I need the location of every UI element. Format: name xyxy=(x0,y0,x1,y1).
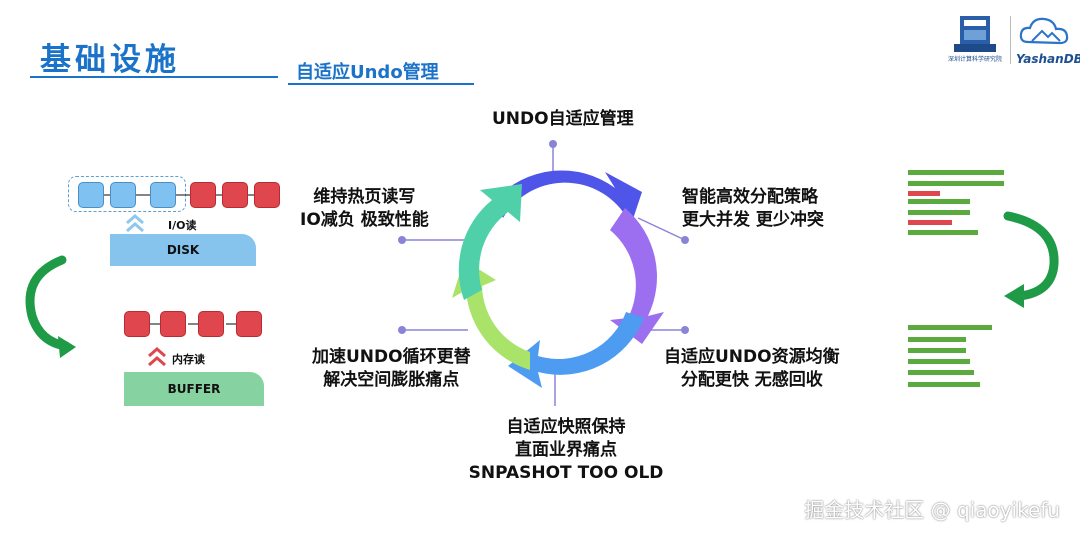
cycle-center-title: UNDO自适应管理 xyxy=(492,109,634,129)
io-read-label: I/O读 xyxy=(168,219,197,232)
buffer-page-block xyxy=(160,311,186,337)
disk-page-block xyxy=(150,182,176,208)
disk-page-block xyxy=(110,182,136,208)
subtitle-underline xyxy=(288,83,474,85)
item-bottom-left-line1: 加速UNDO循环更替 xyxy=(312,347,471,367)
right-curved-arrow-icon xyxy=(1003,211,1059,308)
row-bar-green xyxy=(908,170,1004,175)
item-top-right: 智能高效分配策略 更大并发 更少冲突 xyxy=(682,186,824,232)
institute-logo-text: 深圳计算科学研究院 xyxy=(947,56,1002,63)
buffer-page-block xyxy=(124,311,150,337)
row-bar-green xyxy=(908,359,970,364)
disk-dashed-group xyxy=(68,176,186,212)
disk-chain-links xyxy=(104,194,254,325)
row-bar-green xyxy=(908,337,966,342)
buffer-page-block xyxy=(236,311,262,337)
logo-divider xyxy=(1010,16,1011,64)
disk-page-block xyxy=(190,182,216,208)
item-bottom-right-line2: 分配更快 无感回收 xyxy=(680,370,823,390)
item-bottom-right: 自适应UNDO资源均衡 分配更快 无感回收 xyxy=(664,346,840,392)
yashandb-logo-text: YashanDB xyxy=(1016,52,1080,66)
row-bar-green xyxy=(908,348,966,353)
disk-page-block xyxy=(254,182,280,208)
institute-logo: 深圳计算科学研究院 xyxy=(944,12,1006,70)
buffer-block: BUFFER xyxy=(124,372,264,406)
item-bottom-right-line1: 自适应UNDO资源均衡 xyxy=(664,347,840,367)
row-bar-green xyxy=(908,210,970,215)
title-underline xyxy=(30,76,278,78)
row-bar-red xyxy=(908,220,952,225)
disk-block: DISK xyxy=(110,234,256,266)
io-read-chevron-icon xyxy=(126,214,144,233)
memory-read-label: 内存读 xyxy=(172,353,205,366)
memory-read-chevron-icon xyxy=(148,347,166,367)
item-bottom-left: 加速UNDO循环更替 解决空间膨胀痛点 xyxy=(312,346,471,392)
watermark: 掘金技术社区 @ qiaoyikefu xyxy=(804,498,1060,522)
disk-page-block xyxy=(222,182,248,208)
item-top-right-line1: 智能高效分配策略 xyxy=(682,187,818,207)
item-bottom-line3: SNPASHOT TOO OLD xyxy=(468,463,664,483)
item-bottom-left-line2: 解决空间膨胀痛点 xyxy=(323,370,460,390)
item-bottom-line2: 直面业界痛点 xyxy=(515,440,617,460)
item-bottom-line1: 自适应快照保持 xyxy=(506,417,626,437)
yashandb-logo: YashanDB xyxy=(1016,12,1080,70)
item-top-left-line1: 维持热页读写 xyxy=(313,187,416,207)
page-subtitle: 自适应Undo管理 xyxy=(296,62,439,83)
buffer-page-block xyxy=(198,311,224,337)
row-bar-green xyxy=(908,199,970,204)
page-title: 基础设施 xyxy=(40,42,180,78)
undo-cycle-diagram xyxy=(398,140,689,406)
row-bar-red xyxy=(908,191,940,196)
row-bar-green xyxy=(908,325,992,330)
row-bar-green xyxy=(908,181,1004,186)
left-curved-arrow-icon xyxy=(25,255,76,358)
item-top-right-line2: 更大并发 更少冲突 xyxy=(682,210,824,230)
item-top-left-line2: IO减负 极致性能 xyxy=(300,210,429,230)
row-bar-green xyxy=(908,382,980,387)
item-top-left: 维持热页读写 IO减负 极致性能 xyxy=(300,186,429,232)
disk-page-block xyxy=(78,182,104,208)
row-bar-green xyxy=(908,230,978,235)
row-bar-green xyxy=(908,370,974,375)
item-bottom: 自适应快照保持 直面业界痛点 SNPASHOT TOO OLD xyxy=(466,416,666,485)
